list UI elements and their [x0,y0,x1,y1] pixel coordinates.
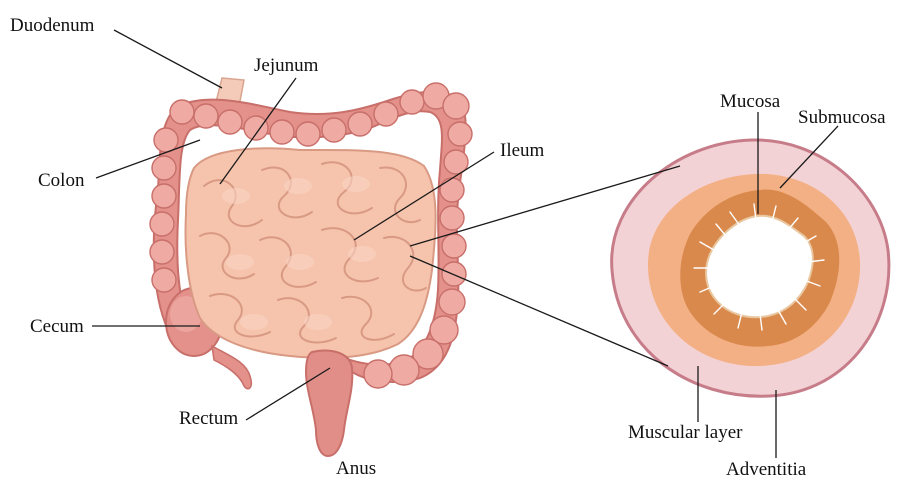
intestines-illustration [150,78,472,456]
cross-section-illustration [612,140,889,396]
label-anus: Anus [336,458,376,479]
label-ileum: Ileum [500,140,545,161]
label-colon: Colon [38,170,85,191]
label-rectum: Rectum [179,408,238,429]
label-cecum: Cecum [30,316,84,337]
leader-colon [96,140,200,178]
label-adventitia: Adventitia [726,459,807,480]
label-submucosa: Submucosa [798,107,886,128]
label-muscular-layer: Muscular layer [628,422,743,443]
leader-duodenum [114,30,222,88]
label-duodenum: Duodenum [10,15,95,36]
label-mucosa: Mucosa [720,91,781,112]
rectum-shape [306,351,352,456]
label-jejunum: Jejunum [254,55,319,76]
